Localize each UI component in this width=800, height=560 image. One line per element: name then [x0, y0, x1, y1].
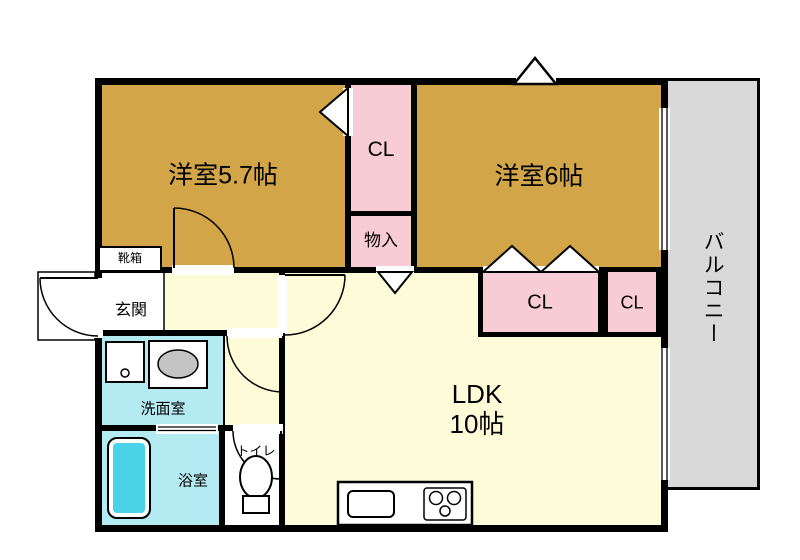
ldk-label-line1: LDK — [451, 379, 503, 410]
wall-closet-bedroom2 — [411, 85, 417, 267]
closet2-box — [603, 267, 661, 337]
entrance-label: 玄関 — [114, 301, 148, 319]
wall-washroom-hall-thin — [223, 336, 225, 425]
wall-closet-storage — [345, 211, 417, 216]
wall-left — [95, 78, 102, 532]
closet-top-area — [351, 85, 411, 211]
shoe-box: 靴箱 — [98, 246, 162, 272]
bathroom-label: 浴室 — [177, 472, 209, 490]
wall-bedroom1-closet — [345, 85, 351, 267]
bathtub — [107, 437, 151, 519]
wall-bathroom-toilet — [219, 431, 225, 525]
wall-hall-ldk — [279, 273, 285, 525]
shoe-box-label: 靴箱 — [117, 251, 142, 266]
bedroom2-label: 洋室6帖 — [494, 162, 584, 191]
wall-entrance-washroom — [102, 330, 285, 336]
closet-top-label: CL — [367, 137, 395, 161]
hallway-area — [165, 273, 279, 330]
wall-bottom — [95, 525, 668, 532]
closet1-label: CL — [527, 291, 553, 314]
ldk-label-line2: 10帖 — [449, 409, 505, 439]
washroom-label: 洗面室 — [140, 400, 186, 418]
wall-right — [661, 78, 668, 532]
closet2-label: CL — [620, 292, 644, 313]
wall-washroom-bathroom — [102, 425, 285, 431]
ldk-label: LDK 10帖 — [449, 379, 505, 440]
storage-label: 物入 — [364, 231, 398, 251]
wall-top — [95, 78, 668, 85]
entrance-area — [102, 273, 164, 330]
hallway-lower-area — [225, 336, 279, 431]
bedroom2-area — [417, 85, 661, 267]
balcony-label: バルコニー — [701, 230, 725, 346]
toilet-label: トイレ — [236, 443, 276, 459]
bedroom1-label: 洋室5.7帖 — [168, 161, 278, 190]
storage-area — [351, 216, 411, 267]
entrance-door — [37, 271, 103, 341]
